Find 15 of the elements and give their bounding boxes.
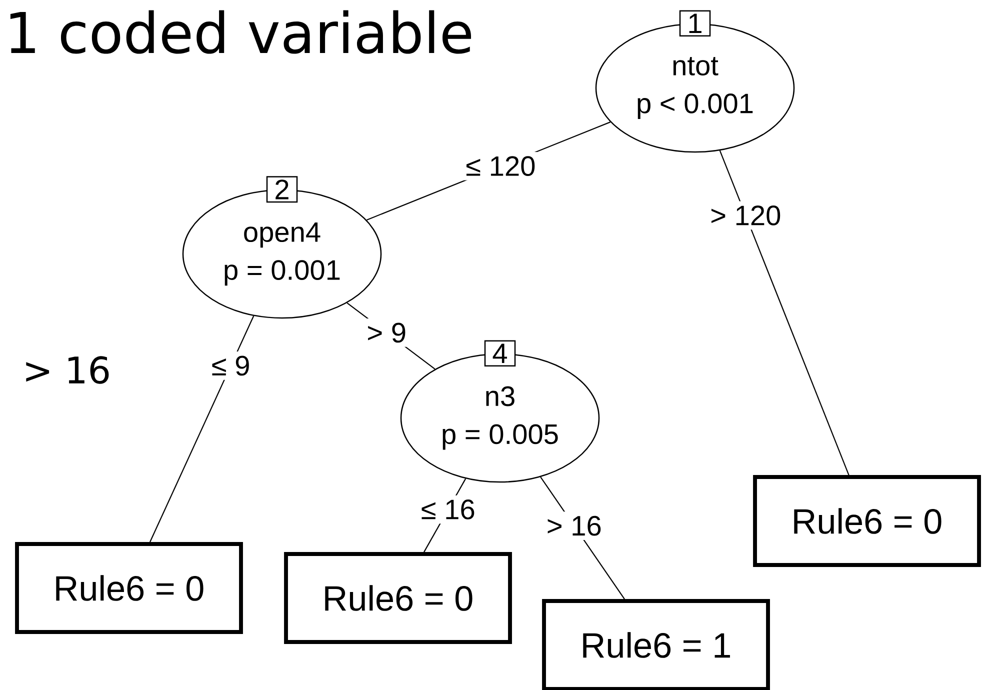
- edge-label: > 16: [542, 512, 606, 540]
- edge-label: > 120: [706, 201, 786, 230]
- leaf-box: Rule6 = 1: [542, 599, 770, 690]
- branch-line: [719, 150, 850, 476]
- leaf-box: Rule6 = 0: [753, 475, 981, 567]
- edge-label: ≤ 16: [416, 495, 480, 524]
- title: 1 coded variable: [10, 10, 472, 54]
- edge-label: ≤ 9: [207, 352, 254, 380]
- split-node: ntot p < 0.001 1: [595, 10, 795, 153]
- leaf-box: Rule6 = 0: [15, 542, 243, 634]
- edge-label: > 9: [362, 318, 411, 347]
- edge-label: ≤ 120: [461, 152, 540, 180]
- split-node: open4 p = 0.001 2: [182, 176, 382, 319]
- branch-label: > 16: [26, 356, 109, 384]
- leaf-box: Rule6 = 0: [284, 552, 512, 644]
